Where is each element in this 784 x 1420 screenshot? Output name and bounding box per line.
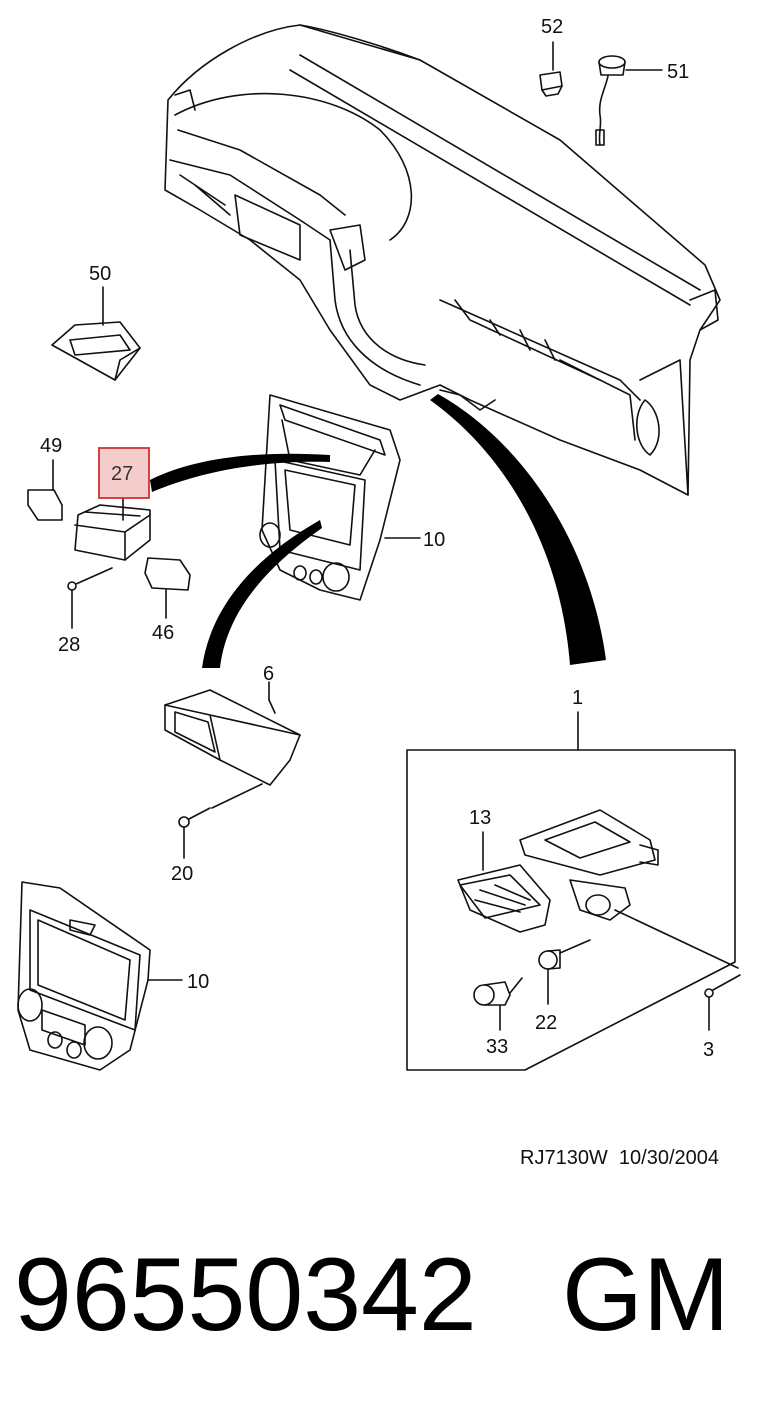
callout-10-upper: 10	[423, 529, 445, 551]
screw-drawing-20	[178, 783, 263, 859]
clip-drawing-52	[539, 41, 563, 97]
callout-20: 20	[171, 863, 193, 885]
arrow-27-to-bezel	[150, 453, 330, 492]
callout-labels: 52 51 50 49 27 10 28 46 6 1 13 20 10 33 …	[40, 16, 714, 1061]
arrow-panel-to-assembly	[430, 394, 606, 665]
bezel-drawing-10-lower	[17, 881, 183, 1071]
diagram-reference-date: RJ7130W 10/30/2004	[520, 1147, 720, 1169]
instrument-panel-drawing	[164, 24, 721, 496]
callout-51: 51	[667, 61, 689, 83]
part-number: 96550342	[14, 1237, 477, 1353]
callout-49: 49	[40, 435, 62, 457]
callout-46: 46	[152, 622, 174, 644]
screw-drawing-28	[67, 567, 113, 629]
callout-22: 22	[535, 1012, 557, 1034]
callout-50: 50	[89, 263, 111, 285]
pocket-drawing-6	[164, 681, 301, 786]
bracket-drawing	[519, 809, 739, 969]
callout-13: 13	[469, 807, 491, 829]
callout-6: 6	[263, 663, 274, 685]
callout-3: 3	[703, 1039, 714, 1061]
pointer-arrows	[150, 394, 606, 668]
lighter-drawing-33	[473, 977, 523, 1031]
knob-drawing-22	[538, 939, 591, 1005]
callout-33: 33	[486, 1036, 508, 1058]
arrow-bezel-to-pocket	[202, 520, 322, 668]
callout-10-lower: 10	[187, 971, 209, 993]
screw-drawing-3	[704, 974, 741, 1031]
brand-name: GM	[562, 1237, 730, 1353]
bezel-drawing-10-upper	[259, 394, 421, 601]
switch-module-drawing-27	[74, 487, 151, 561]
sensor-drawing-51	[595, 55, 663, 146]
cap-drawing-46	[144, 557, 191, 619]
assembly-frame-1	[406, 711, 736, 1071]
callout-52: 52	[541, 16, 563, 38]
highlight-box-27	[98, 447, 150, 499]
callout-28: 28	[58, 634, 80, 656]
callout-1: 1	[572, 687, 583, 709]
cover-drawing-50	[51, 286, 141, 381]
exploded-parts-diagram: 52 51 50 49 27 10 28 46 6 1 13 20 10 33 …	[17, 16, 741, 1071]
ashtray-drawing-13	[457, 831, 551, 933]
cap-drawing-49	[27, 459, 63, 521]
callout-27: 27	[111, 463, 133, 485]
